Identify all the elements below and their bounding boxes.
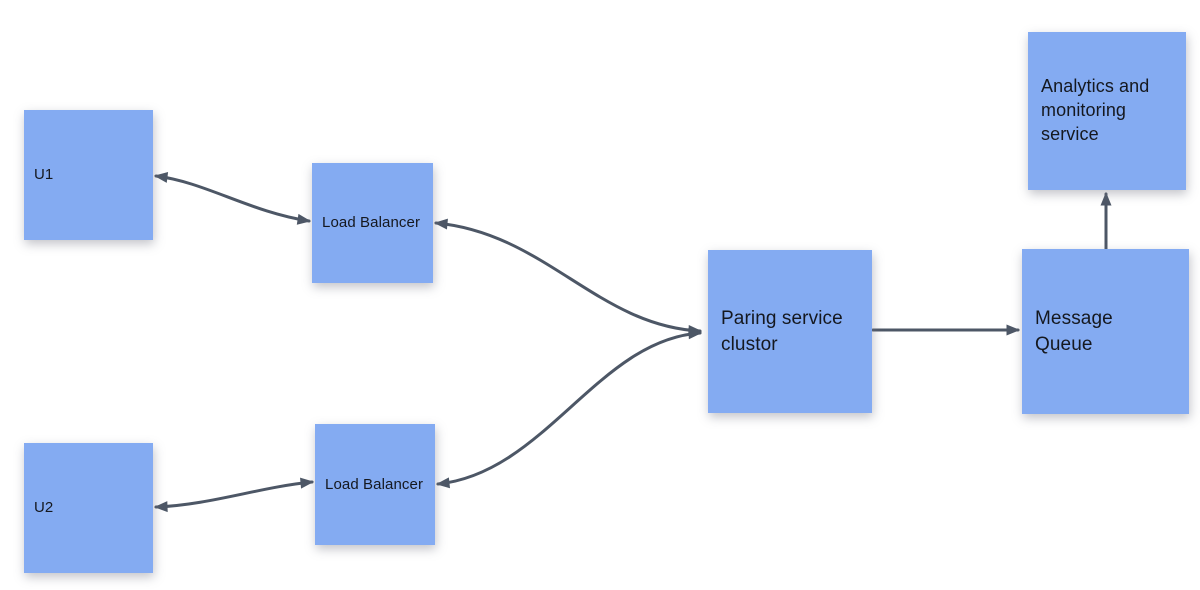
node-label: Load Balancer (322, 214, 421, 232)
node-label: Message Queue (1035, 308, 1113, 355)
node-lb2[interactable]: Load Balancer (315, 424, 435, 545)
node-lb1[interactable]: Load Balancer (312, 163, 433, 283)
edge-u1-lb1[interactable] (154, 171, 311, 225)
node-label: Load Balancer (325, 475, 424, 493)
node-label: Paring service clustor (721, 308, 843, 355)
node-paring[interactable]: Paring service clustor (708, 250, 872, 413)
edge-lb1-paring[interactable] (434, 218, 702, 336)
node-label: Analytics and monitoring service (1041, 76, 1150, 144)
node-u2[interactable]: U2 (24, 443, 153, 573)
node-mq[interactable]: Message Queue (1022, 249, 1189, 414)
node-analytics[interactable]: Analytics and monitoring service (1028, 32, 1186, 190)
node-u1[interactable]: U1 (24, 110, 153, 240)
edge-u2-lb2[interactable] (154, 477, 314, 513)
edge-lb2-paring[interactable] (436, 328, 702, 489)
node-label: U1 (34, 166, 54, 184)
node-label: U2 (34, 499, 54, 517)
